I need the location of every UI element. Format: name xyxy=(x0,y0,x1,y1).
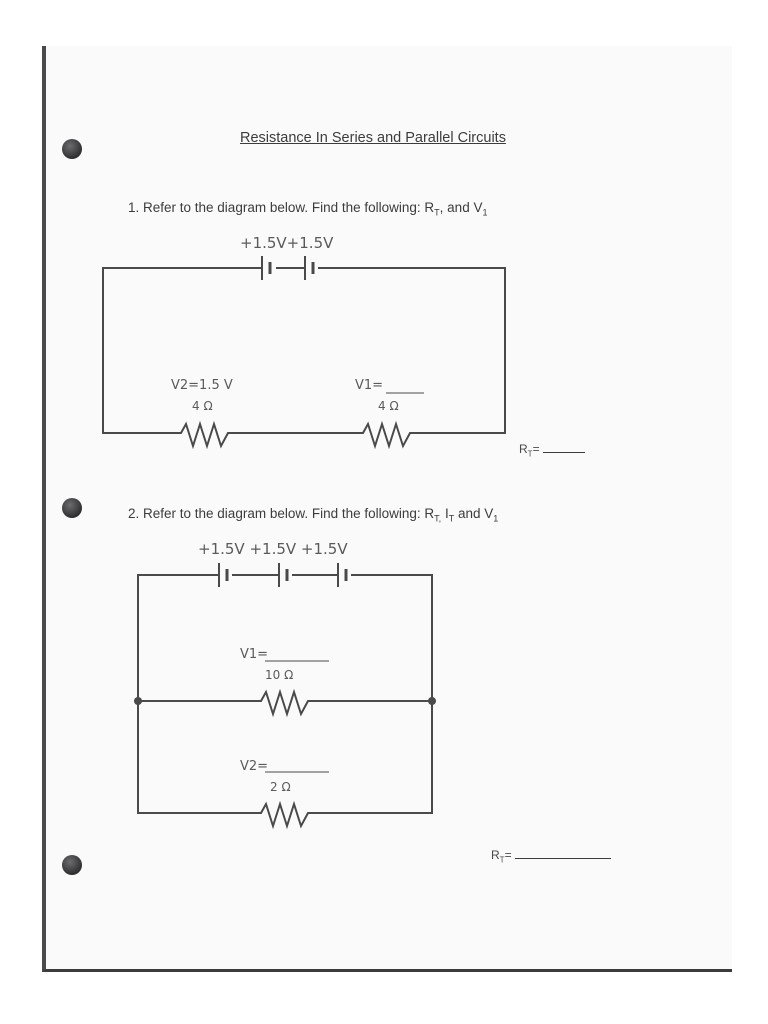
q2-rt-label: R xyxy=(491,848,500,862)
punch-hole-top xyxy=(62,139,82,159)
circuit-2-junction-left xyxy=(134,697,142,705)
circuit-2-bottom-voltage: V2= xyxy=(240,759,268,774)
q1-rt-answer: RT= xyxy=(519,442,585,458)
q1-rt-blank[interactable] xyxy=(542,442,585,453)
circuit-2-top-voltage: V1= xyxy=(240,647,268,662)
q2-rt-blank[interactable] xyxy=(514,848,611,859)
punch-hole-bottom xyxy=(62,855,82,875)
q1-text-mid: , and V xyxy=(439,200,483,215)
circuit-2-battery-label: +1.5V +1.5V +1.5V xyxy=(198,540,348,558)
circuit-1-resistor-right xyxy=(358,420,416,450)
circuit-1-right-resistance: 4 Ω xyxy=(378,399,399,413)
circuit-2-top-resistance: 10 Ω xyxy=(265,668,293,682)
question-1-text: 1. Refer to the diagram below. Find the … xyxy=(128,200,487,218)
q2-rt-sub: T xyxy=(499,855,505,865)
q1-sub-t: T xyxy=(434,207,440,218)
circuit-2-resistor-top xyxy=(256,688,315,718)
circuit-1-wire-top-right xyxy=(318,267,506,434)
q2-text-prefix: 2. Refer to the diagram below. Find the … xyxy=(128,506,435,521)
q1-sub-1: 1 xyxy=(482,207,488,218)
circuit-1-right-voltage: V1= xyxy=(355,378,383,393)
circuit-2-wire-top-right xyxy=(315,574,433,814)
circuit-1-wire-top-left xyxy=(102,267,262,434)
q1-rt-sub: T xyxy=(527,449,533,459)
circuit-1-left-voltage: V2=1.5 V xyxy=(171,378,233,393)
q2-sub-t1: T, xyxy=(434,513,442,524)
q2-rt-eq: = xyxy=(504,848,512,862)
circuit-2-bottom-resistance: 2 Ω xyxy=(270,780,291,794)
circuit-2-resistor-bottom xyxy=(256,800,315,830)
question-2-text: 2. Refer to the diagram below. Find the … xyxy=(128,506,498,524)
q1-rt-label: R xyxy=(519,442,528,456)
q2-text-mid2: and V xyxy=(454,506,494,521)
circuit-1-resistor-left xyxy=(176,420,234,450)
circuit-2-wire-top-left xyxy=(137,574,256,814)
circuit-1-left-resistance: 4 Ω xyxy=(192,399,213,413)
worksheet-paper xyxy=(42,46,732,972)
q2-sub-t2: T xyxy=(448,513,455,524)
q1-text-prefix: 1. Refer to the diagram below. Find the … xyxy=(128,200,435,215)
circuit-2-junction-right xyxy=(428,697,436,705)
q2-rt-answer: RT= xyxy=(491,848,611,864)
q2-sub-1: 1 xyxy=(493,513,499,524)
punch-hole-middle xyxy=(62,498,82,518)
q1-rt-eq: = xyxy=(532,442,540,456)
worksheet-title: Resistance In Series and Parallel Circui… xyxy=(240,130,506,146)
circuit-1-battery-label: +1.5V+1.5V xyxy=(240,234,334,252)
q2-text-mid1: I xyxy=(441,506,449,521)
